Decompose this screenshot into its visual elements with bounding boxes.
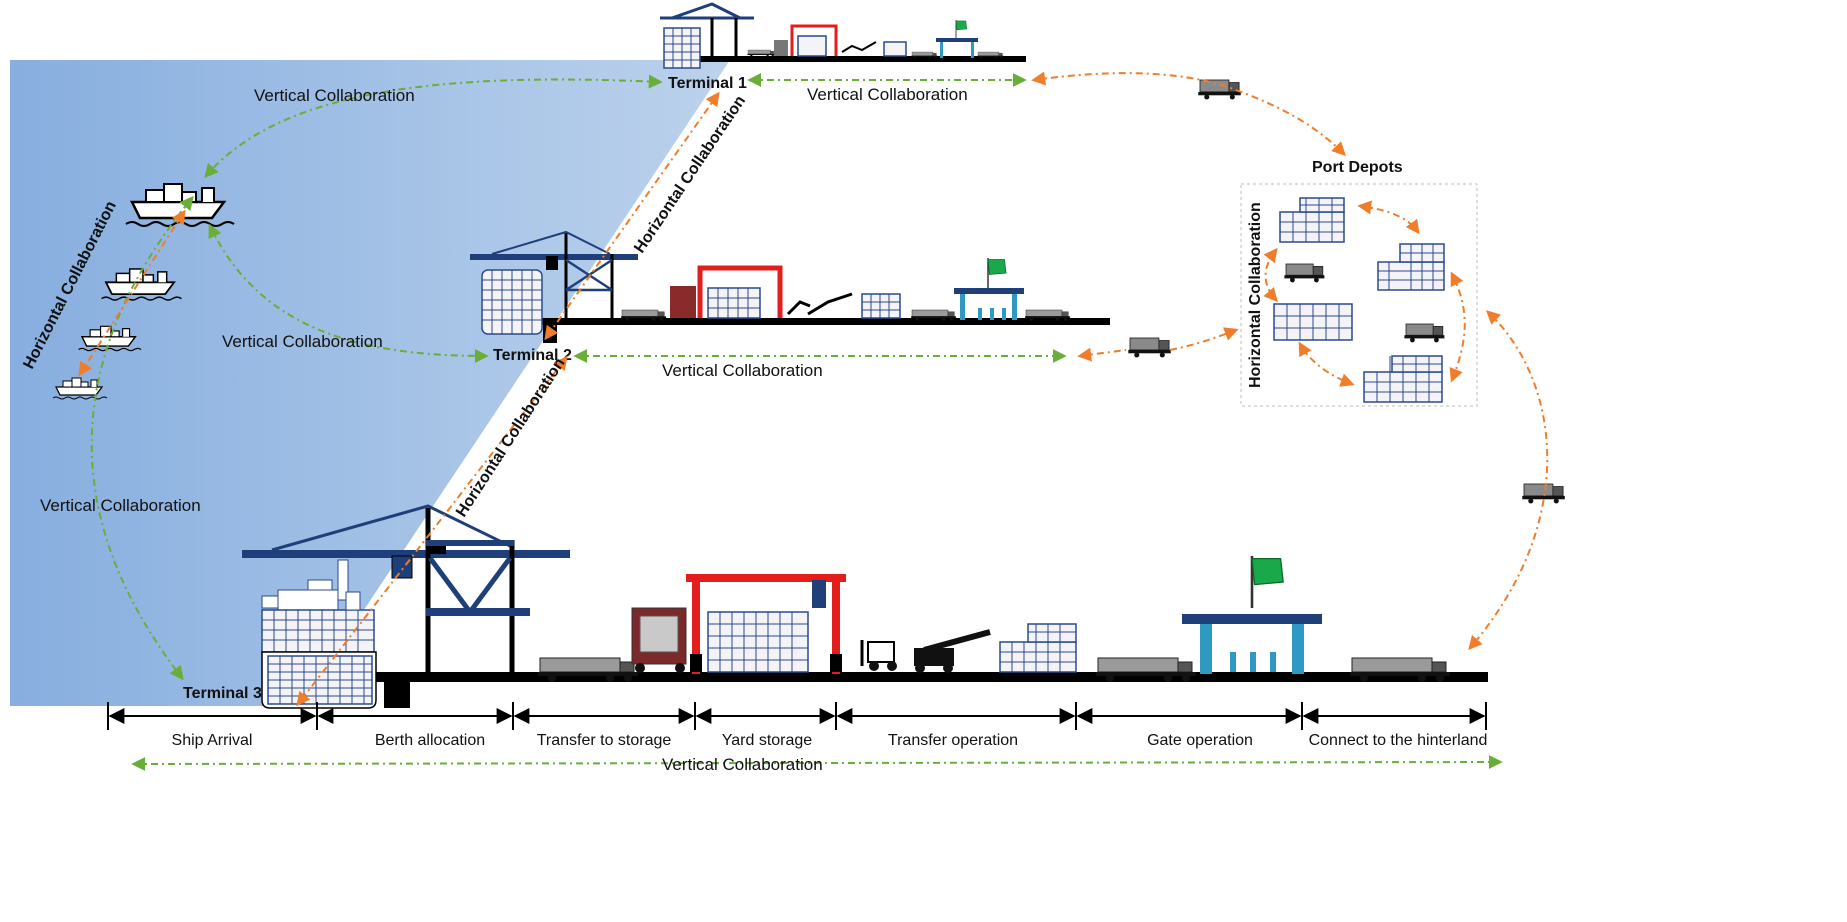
container-stack-icon [1363,355,1443,403]
container-stack-icon [1279,197,1345,243]
straddle-small-icon [670,286,696,318]
flag-icon [955,19,968,39]
gate-icon [954,288,1024,320]
vertical-collaboration-label: Vertical Collaboration [222,332,383,351]
vertical-collaboration-label: Vertical Collaboration [40,496,201,515]
stage-label: Berth allocation [375,732,485,749]
gate-icon [936,38,978,58]
terminal-2-quay [540,318,1110,325]
horizontal-collaboration-arrows [78,71,1549,707]
terminal-1-label: Terminal 1 [668,75,747,92]
terminal-1-quay [700,56,1026,62]
container-stack-icon [861,293,901,319]
flag-icon [987,257,1007,289]
stage-label: Ship Arrival [172,732,253,749]
horizontal-collaboration-label: Horizontal Collaboration [1247,202,1264,388]
flag-icon [1250,554,1285,610]
ship-hull-icon [481,269,543,335]
quay-crane-icon [660,2,754,58]
stage-label: Transfer operation [888,732,1018,749]
container-stack-icon [1273,303,1353,341]
forklift-icon [860,640,897,671]
ship-hull-icon [663,27,701,69]
truck-icon [1127,337,1172,358]
gate-icon [1182,614,1322,674]
truck-icon [1197,79,1242,100]
terminal-3-quay [372,672,1488,682]
yard-straddle-crane-icon [686,574,846,674]
vertical-collaboration-label: Vertical Collaboration [662,755,823,774]
straddle-carrier-icon [697,265,783,319]
vertical-collaboration-label: Vertical Collaboration [254,86,415,105]
stage-label: Yard storage [722,732,813,749]
terminal-2-group: Terminal 2 [470,230,1110,364]
container-stack-icon [999,623,1077,673]
terminal-3-label: Terminal 3 [183,685,262,702]
reach-stacker-icon [786,292,853,316]
container-stack-icon [1377,243,1445,291]
truck-icon [1284,263,1325,283]
reach-stacker-icon [914,629,991,673]
container-stack-icon [883,41,907,57]
stage-label: Gate operation [1147,732,1253,749]
port-depots-label: Port Depots [1312,159,1403,176]
vertical-collaboration-arrows [90,73,1503,771]
vertical-collaboration-label: Vertical Collaboration [807,85,968,104]
process-stage-timeline: Ship Arrival Berth allocation Transfer t… [107,702,1488,749]
straddle-carrier-icon [790,24,838,57]
vertical-collaboration-label: Vertical Collaboration [662,361,823,380]
forklift-icon [841,41,877,53]
stage-label: Connect to the hinterland [1309,732,1488,749]
port-depots-box: Port Depots [1240,159,1478,407]
straddle-carrier-icon [631,607,687,673]
truck-icon [747,49,776,57]
truck-icon [1404,323,1445,343]
sea-area [10,60,730,706]
terminal-1-group: Terminal 1 [660,2,1026,92]
stage-label: Transfer to storage [537,732,672,749]
straddle-small-icon [774,40,788,56]
